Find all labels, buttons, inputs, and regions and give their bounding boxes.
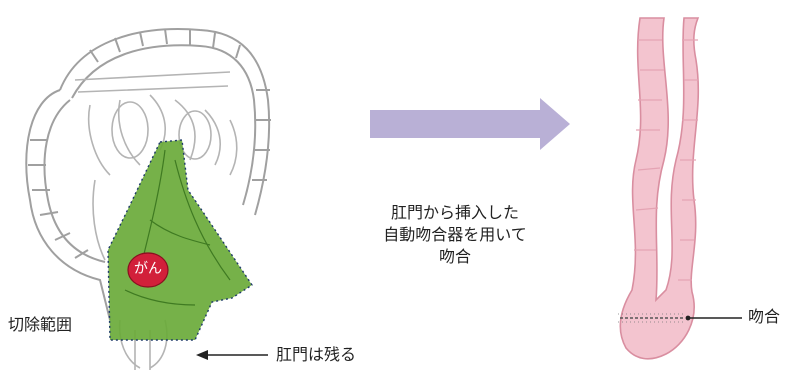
colon-after — [618, 17, 700, 360]
transition-arrow — [370, 98, 570, 150]
anus-remains-label: 肛門は残る — [276, 345, 357, 364]
procedure-note-line-1: 肛門から挿入した — [390, 203, 519, 222]
anus-pointer — [196, 350, 268, 360]
procedure-note: 肛門から挿入した 自動吻合器を用いて 吻合 — [360, 202, 550, 268]
cancer-label: がん — [134, 261, 162, 277]
anastomosis-pointer — [685, 315, 742, 321]
large-intestine-outline — [25, 28, 271, 321]
resection-range-label: 切除範囲 — [8, 315, 73, 334]
resection-area — [107, 139, 253, 341]
procedure-note-line-2: 自動吻合器を用いて — [383, 225, 527, 244]
anastomosis-label: 吻合 — [748, 307, 781, 326]
procedure-note-line-3: 吻合 — [438, 247, 471, 266]
cancer-mass — [127, 252, 169, 288]
